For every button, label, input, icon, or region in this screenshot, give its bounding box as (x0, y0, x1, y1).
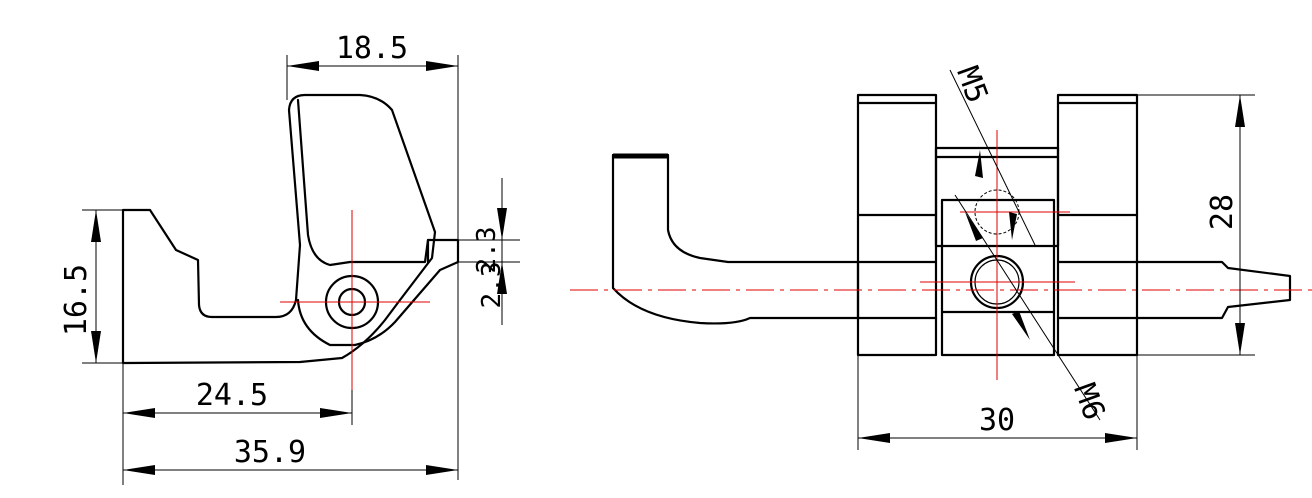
m5-callout: M5 (949, 62, 1036, 246)
dimension-24-5: 24.5 (122, 363, 353, 485)
pin-outline (1135, 260, 1292, 320)
jaw-inner-contour (296, 98, 460, 347)
handle-outline (611, 153, 860, 325)
left-view: 18.5 16.5 2.3 2.3 24.5 (59, 31, 520, 485)
left-block (856, 93, 938, 357)
middle-slider-lower (940, 198, 1056, 357)
right-block (1056, 93, 1139, 357)
dim-label-16-5: 16.5 (59, 264, 94, 336)
m5-label: M5 (949, 62, 994, 108)
m6-label: M6 (1066, 379, 1111, 425)
dim-label-2-3-lower: 2.3 (477, 262, 507, 309)
m6-callout: M6 (954, 194, 1112, 425)
dimension-30: 30 (857, 355, 1138, 450)
dim-label-30: 30 (979, 403, 1015, 438)
dimension-35-9: 35.9 (123, 435, 458, 475)
dim-label-28: 28 (1205, 194, 1240, 230)
dimension-28: 28 (1137, 94, 1255, 356)
dim-label-24-5: 24.5 (196, 378, 268, 413)
dimension-18-5: 18.5 (286, 31, 459, 480)
hook-body-outline (121, 93, 437, 365)
right-view: M5 M6 30 28 (570, 62, 1312, 450)
dimension-2-3: 2.3 2.3 (458, 178, 520, 325)
dim-label-35-9: 35.9 (234, 435, 306, 470)
dim-label-2-3-upper: 2.3 (472, 227, 502, 274)
dimension-16-5: 16.5 (59, 209, 125, 364)
dim-label-18-5: 18.5 (336, 31, 408, 66)
